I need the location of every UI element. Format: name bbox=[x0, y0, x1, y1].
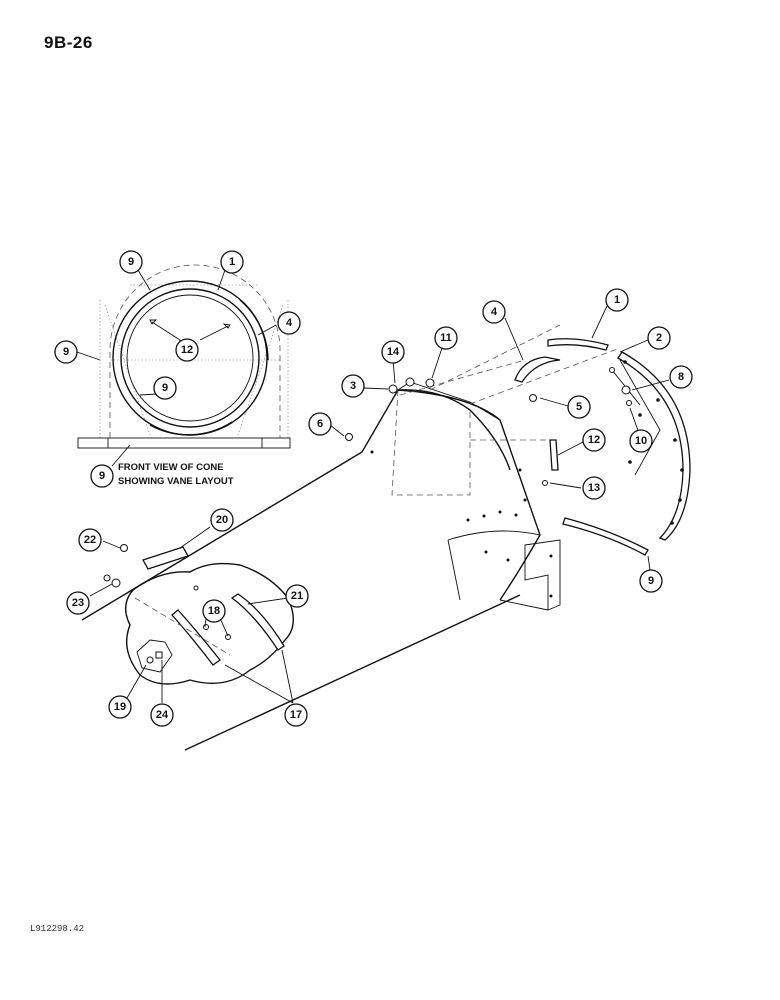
callout-main-18: 18 bbox=[202, 599, 226, 623]
svg-text:9: 9 bbox=[99, 470, 105, 482]
svg-text:4: 4 bbox=[286, 317, 293, 329]
svg-text:3: 3 bbox=[350, 380, 356, 392]
svg-text:4: 4 bbox=[491, 306, 498, 318]
callout-inset-9-top: 9 bbox=[119, 250, 143, 274]
svg-text:17: 17 bbox=[290, 709, 302, 721]
svg-text:14: 14 bbox=[387, 346, 400, 358]
svg-text:19: 19 bbox=[114, 701, 126, 713]
callout-main-21: 21 bbox=[285, 584, 309, 608]
svg-text:9: 9 bbox=[648, 575, 654, 587]
callout-main-12: 12 bbox=[582, 428, 606, 452]
svg-text:9: 9 bbox=[63, 346, 69, 358]
svg-text:11: 11 bbox=[440, 332, 452, 344]
svg-text:10: 10 bbox=[635, 435, 647, 447]
inset-front-view bbox=[77, 264, 291, 449]
callout-inset-9-center: 9 bbox=[153, 376, 177, 400]
hardware bbox=[103, 367, 632, 588]
svg-text:18: 18 bbox=[208, 605, 220, 617]
callout-main-3: 3 bbox=[341, 374, 365, 398]
plate-20 bbox=[142, 546, 189, 570]
exploded-vanes bbox=[514, 338, 691, 556]
svg-text:24: 24 bbox=[156, 709, 169, 721]
callout-main-14: 14 bbox=[381, 340, 405, 364]
svg-text:12: 12 bbox=[181, 344, 193, 356]
callout-main-1: 1 bbox=[605, 288, 629, 312]
callout-main-8: 8 bbox=[669, 365, 693, 389]
callout-main-17: 17 bbox=[284, 703, 308, 727]
inner-cutaway bbox=[125, 562, 294, 685]
svg-text:20: 20 bbox=[216, 514, 228, 526]
svg-text:6: 6 bbox=[317, 418, 323, 430]
callout-main-23: 23 bbox=[66, 591, 90, 615]
inset-caption-line1: FRONT VIEW OF CONE bbox=[118, 462, 224, 473]
callout-inset-12: 12 bbox=[175, 338, 199, 362]
page-number: 9B-26 bbox=[44, 33, 93, 52]
svg-text:23: 23 bbox=[72, 597, 84, 609]
callout-inset-4: 4 bbox=[277, 311, 301, 335]
svg-text:5: 5 bbox=[576, 401, 582, 413]
callout-main-13: 13 bbox=[582, 476, 606, 500]
callout-main-4: 4 bbox=[482, 300, 506, 324]
callout-main-22: 22 bbox=[78, 528, 102, 552]
drawing-code: L912298.42 bbox=[30, 924, 85, 934]
svg-text:1: 1 bbox=[614, 294, 620, 306]
inset-caption-line2: SHOWING VANE LAYOUT bbox=[118, 476, 234, 487]
callout-main-5: 5 bbox=[567, 395, 591, 419]
svg-text:21: 21 bbox=[291, 590, 303, 602]
callout-inset-1: 1 bbox=[220, 250, 244, 274]
callout-main-6: 6 bbox=[308, 412, 332, 436]
callout-main-10: 10 bbox=[629, 429, 653, 453]
svg-text:13: 13 bbox=[588, 482, 600, 494]
callout-main-11: 11 bbox=[434, 326, 458, 350]
svg-text:2: 2 bbox=[656, 332, 662, 344]
callout-main-20: 20 bbox=[210, 508, 234, 532]
callout-main-24: 24 bbox=[150, 703, 174, 727]
callout-main-19: 19 bbox=[108, 695, 132, 719]
callout-main-2: 2 bbox=[647, 326, 671, 350]
callout-inset-9-bottom: 9 bbox=[90, 464, 114, 488]
callout-main-9: 9 bbox=[639, 569, 663, 593]
cone-assembly bbox=[81, 324, 621, 751]
svg-text:12: 12 bbox=[588, 434, 600, 446]
svg-text:9: 9 bbox=[162, 382, 168, 394]
callout-inset-9-left: 9 bbox=[54, 340, 78, 364]
svg-text:8: 8 bbox=[678, 371, 684, 383]
svg-text:22: 22 bbox=[84, 534, 96, 546]
svg-text:1: 1 bbox=[229, 256, 235, 268]
svg-text:9: 9 bbox=[128, 256, 134, 268]
